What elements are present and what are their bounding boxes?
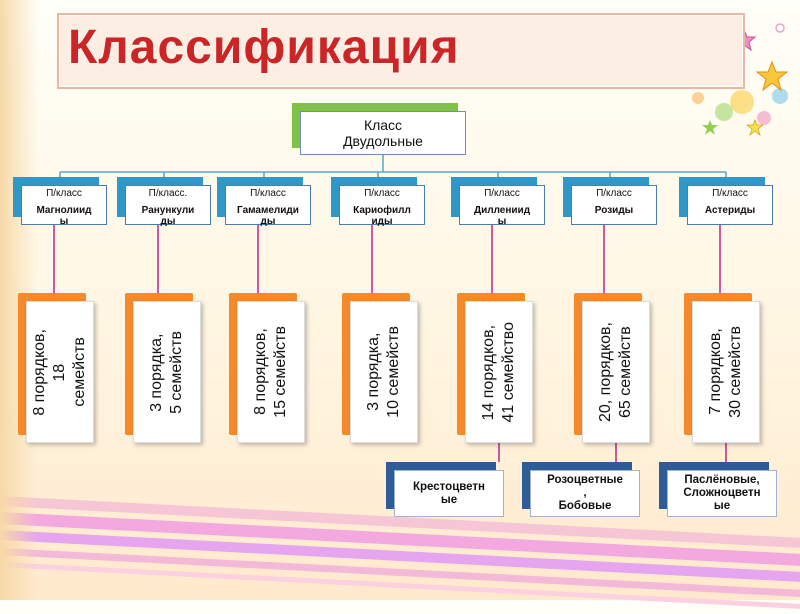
subclass-label: П/класс <box>712 188 748 199</box>
title-banner <box>57 13 745 89</box>
orders-node: 7 порядков, 30 семейств <box>692 301 760 443</box>
page-title: Классификация <box>68 21 460 74</box>
orders-node: 8 порядков, 18 семейств <box>26 301 94 443</box>
subclass-label: П/класс <box>364 188 400 199</box>
orders-node: 3 порядка, 10 семейств <box>350 301 418 443</box>
orders-node: 3 порядка, 5 семейств <box>133 301 201 443</box>
subclass-label: П/класс <box>484 188 520 199</box>
orders-count: 7 порядков, 30 семейств <box>707 326 744 418</box>
subclass-label: П/класс <box>596 188 632 199</box>
subclass-label: П/класс. <box>148 188 188 199</box>
orders-count: 8 порядков, 18 семейств <box>31 328 88 416</box>
root-name: Двудольные <box>343 133 423 149</box>
root-node: Класс Двудольные <box>300 111 466 155</box>
family-node: Розоцветные , Бобовые <box>530 470 640 517</box>
subclass-name: Диллениид ы <box>473 205 531 227</box>
connector-lines <box>53 155 727 462</box>
orders-count: 3 порядка, 5 семейств <box>148 330 185 414</box>
subclass-label: П/класс <box>46 188 82 199</box>
subclass-name: Гамамелиди ды <box>237 205 299 227</box>
root-label: Класс <box>363 117 403 133</box>
subclass-node: П/класс. Ранункули ды <box>125 185 211 227</box>
subclass-name: Ранункули ды <box>141 205 195 227</box>
orders-node: 8 порядков, 15 семейств <box>237 301 305 443</box>
orders-count: 8 порядков, 15 семейств <box>252 326 289 418</box>
subclass-name: Кариофилл иды <box>353 205 411 227</box>
subclass-name: Розиды <box>594 205 634 216</box>
family-node: Паслёновые, Сложноцветн ые <box>667 470 777 517</box>
subclass-label: П/класс <box>250 188 286 199</box>
family-node: Крестоцветн ые <box>394 470 504 517</box>
orders-count: 14 порядков, 41 семейство <box>480 321 517 423</box>
orders-count: 20, порядков, 65 семейств <box>597 322 634 422</box>
orders-count: 3 порядка, 10 семейств <box>365 326 402 418</box>
orders-node: 14 порядков, 41 семейство <box>465 301 533 443</box>
orders-node: 20, порядков, 65 семейств <box>582 301 650 443</box>
subclass-name: Астериды <box>704 205 756 216</box>
subclass-name: Магнолиид ы <box>36 205 92 227</box>
